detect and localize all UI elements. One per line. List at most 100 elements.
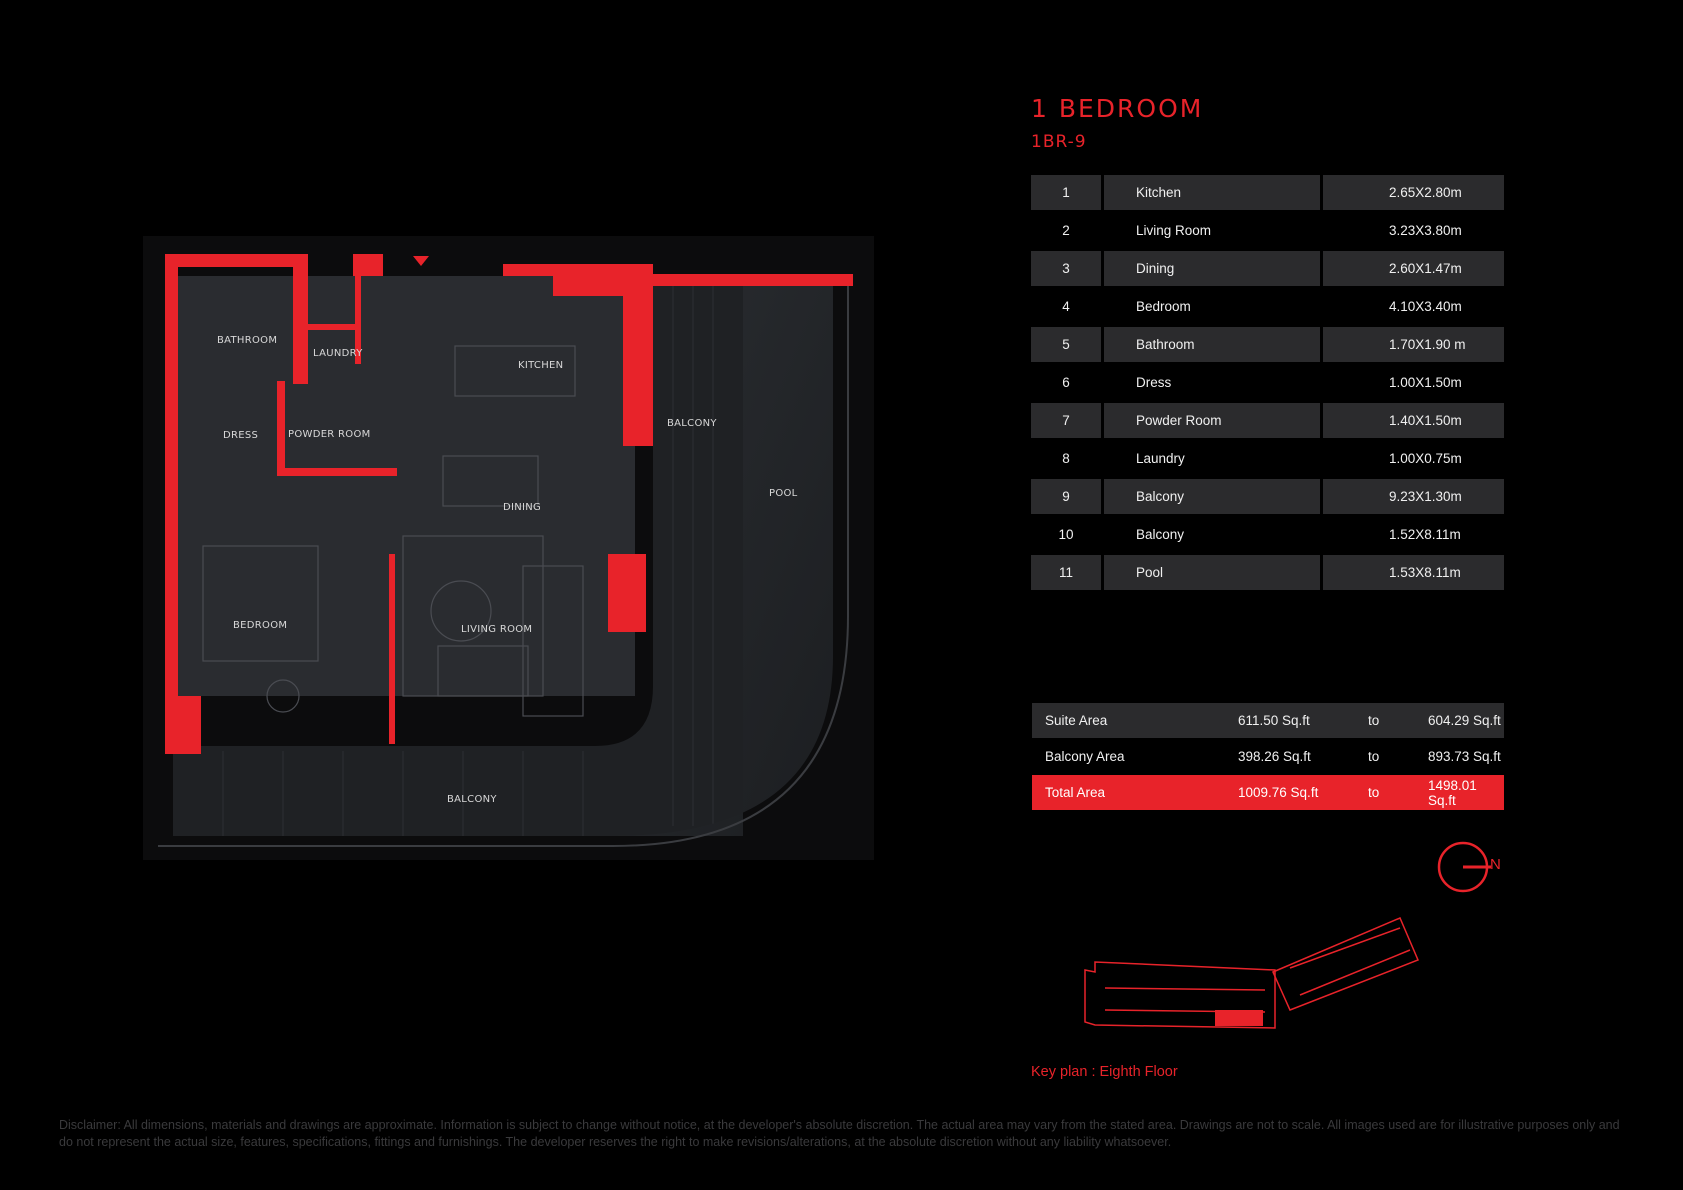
north-compass-icon — [1437, 841, 1491, 893]
cell-gap — [1101, 517, 1104, 552]
cell-gap — [1320, 479, 1323, 514]
cell-gap — [1101, 327, 1104, 362]
room-dimensions: 4.10X3.40m — [1389, 299, 1462, 314]
disclaimer-text: Disclaimer: All dimensions, materials an… — [59, 1118, 1620, 1149]
room-number: 9 — [1031, 479, 1101, 514]
room-number: 6 — [1062, 375, 1070, 390]
room-number: 3 — [1031, 251, 1101, 286]
room-number: 8 — [1062, 451, 1070, 466]
cell-gap — [1320, 441, 1323, 476]
room-row: 6 Dress 1.00X1.50m — [1031, 365, 1504, 400]
cell-gap — [1101, 365, 1104, 400]
cell-gap — [1101, 213, 1104, 248]
room-number: 10 — [1058, 527, 1074, 542]
room-number: 7 — [1031, 403, 1101, 438]
room-dimensions: 1.52X8.11m — [1389, 527, 1461, 542]
area-from-value: 1009.76 Sq.ft — [1238, 775, 1368, 810]
area-to-value: 604.29 Sq.ft — [1428, 703, 1504, 738]
walls — [165, 254, 853, 754]
room-name: Balcony — [1104, 479, 1320, 514]
room-name: Living Room — [1136, 223, 1212, 238]
plan-label-balcony-side: BALCONY — [667, 418, 717, 429]
plan-label-dress: DRESS — [223, 430, 258, 441]
compass-north-letter: N — [1490, 856, 1501, 873]
plan-label-bedroom: BEDROOM — [233, 620, 287, 631]
pool-area — [613, 286, 833, 836]
room-number: 1 — [1031, 175, 1101, 210]
balcony-deck — [173, 286, 743, 836]
room-number: 4 — [1062, 299, 1070, 314]
room-number: 11 — [1031, 555, 1101, 590]
cell-gap — [1101, 403, 1104, 438]
cell-gap — [1101, 555, 1104, 590]
cell-gap — [1320, 517, 1323, 552]
room-number: 2 — [1062, 223, 1070, 238]
cell-gap — [1101, 251, 1104, 286]
area-label: Total Area — [1032, 775, 1238, 810]
room-name: Dining — [1104, 251, 1320, 286]
area-from-value: 398.26 Sq.ft — [1238, 749, 1311, 764]
room-row: 10 Balcony 1.52X8.11m — [1031, 517, 1504, 552]
cell-gap — [1101, 479, 1104, 514]
room-dimensions: 2.60X1.47m — [1323, 251, 1504, 286]
furniture — [202, 345, 584, 717]
key-plan-drawing — [1084, 917, 1419, 1029]
room-dimensions: 1.53X8.11m — [1323, 555, 1504, 590]
cell-gap — [1320, 403, 1323, 438]
cell-gap — [1320, 251, 1323, 286]
plan-label-kitchen: KITCHEN — [518, 360, 563, 371]
area-from-value: 611.50 Sq.ft — [1238, 703, 1368, 738]
cell-gap — [1101, 289, 1104, 324]
room-name: Laundry — [1136, 451, 1185, 466]
room-name: Kitchen — [1104, 175, 1320, 210]
room-name: Balcony — [1136, 527, 1185, 542]
cell-gap — [1320, 289, 1323, 324]
room-name: Bathroom — [1104, 327, 1320, 362]
room-dimensions: 9.23X1.30m — [1323, 479, 1504, 514]
area-row: Balcony Area 398.26 Sq.ft to 893.73 Sq.ft — [1032, 739, 1504, 774]
room-name: Bedroom — [1136, 299, 1191, 314]
cell-gap — [1101, 441, 1104, 476]
area-to-word: to — [1368, 703, 1428, 738]
plan-label-laundry: LAUNDRY — [313, 348, 363, 359]
room-name: Powder Room — [1104, 403, 1320, 438]
cell-gap — [1320, 555, 1323, 590]
floor-plan-drawing: BATHROOM LAUNDRY KITCHEN DRESS POWDER RO… — [158, 254, 853, 847]
area-to-value: 893.73 Sq.ft — [1428, 749, 1501, 764]
area-label: Suite Area — [1032, 703, 1238, 738]
plan-label-pool: POOL — [769, 488, 798, 499]
area-label: Balcony Area — [1045, 749, 1125, 764]
room-name: Dress — [1136, 375, 1172, 390]
cell-gap — [1320, 213, 1323, 248]
plan-label-dining: DINING — [503, 502, 541, 513]
outer-edge — [158, 276, 849, 847]
cell-gap — [1320, 327, 1323, 362]
unit-code: 1BR-9 — [1031, 132, 1087, 152]
plan-label-balcony-bottom: BALCONY — [447, 794, 497, 805]
plan-label-powder-room: POWDER ROOM — [288, 429, 371, 440]
plan-label-living-room: LIVING ROOM — [461, 624, 532, 635]
room-dimensions: 2.65X2.80m — [1323, 175, 1504, 210]
area-to-word: to — [1368, 749, 1380, 764]
plan-label-bathroom: BATHROOM — [217, 335, 277, 346]
area-to-value: 1498.01 Sq.ft — [1428, 775, 1504, 810]
unit-title: 1 BEDROOM — [1031, 94, 1204, 123]
room-row: 4 Bedroom 4.10X3.40m — [1031, 289, 1504, 324]
cell-gap — [1320, 365, 1323, 400]
floor-plan: BATHROOM LAUNDRY KITCHEN DRESS POWDER RO… — [143, 236, 874, 860]
cell-gap — [1320, 175, 1323, 210]
room-dimensions: 1.00X1.50m — [1389, 375, 1462, 390]
